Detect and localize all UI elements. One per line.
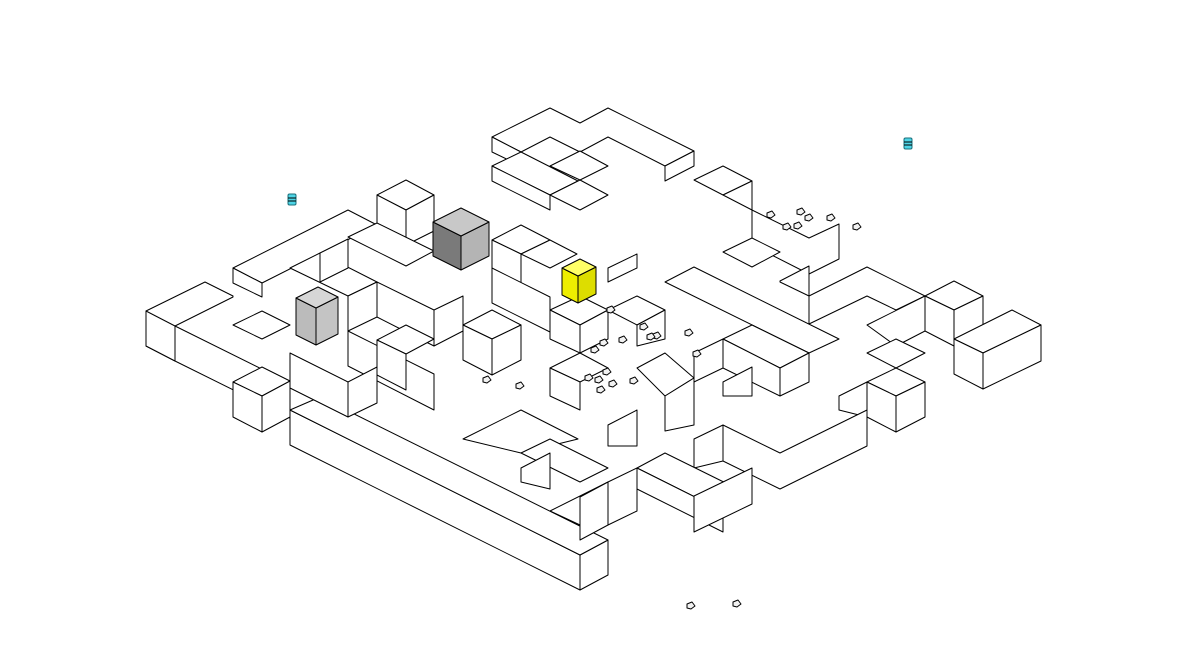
maze-wall-56 (866, 338, 926, 369)
debris-piece-11 (692, 349, 702, 358)
cyan-pickup-body (287, 193, 297, 206)
debris-piece-13 (599, 338, 609, 347)
maze-wall-59 (895, 381, 926, 433)
maze-wall-72 (607, 409, 638, 447)
maze-wall-35 (549, 150, 609, 181)
debris-piece-19 (482, 375, 492, 384)
maze-wall-50 (982, 324, 1042, 390)
maze-wall-75 (693, 467, 753, 533)
maze-wall-71 (664, 377, 695, 432)
maze-walls (145, 107, 1042, 591)
debris-piece-23 (596, 385, 606, 394)
maze-wall-40 (751, 209, 840, 275)
debris-piece-21 (686, 601, 696, 610)
debris-piece-3 (804, 213, 814, 222)
maze-wall-80 (579, 481, 609, 541)
debris-piece-15 (584, 373, 594, 382)
debris-piece-22 (732, 599, 742, 608)
debris-piece-16 (594, 375, 604, 384)
maze-wall-41 (722, 237, 781, 268)
gray-cube-dark[interactable] (432, 207, 490, 271)
maze-wall-84 (607, 253, 638, 283)
maze-wall-8 (261, 380, 291, 433)
debris-piece-24 (646, 332, 656, 341)
maze-wall-77 (520, 438, 609, 483)
debris-piece-12 (590, 345, 600, 354)
debris-piece-1 (782, 222, 792, 231)
maze-wall-37 (664, 150, 695, 182)
debris-piece-6 (852, 222, 862, 231)
maze-wall-86 (722, 366, 753, 397)
maze-wall-26 (491, 324, 522, 376)
player-yellow-cube[interactable] (561, 258, 597, 304)
debris-piece-5 (826, 213, 836, 222)
maze-wall-78 (520, 452, 551, 490)
gray-cube-light[interactable] (295, 286, 339, 346)
maze-wall-34 (491, 165, 551, 211)
debris-piece-14 (602, 367, 612, 376)
maze-wall-36 (549, 179, 609, 211)
debris-piece-18 (629, 376, 639, 385)
player-yellow-cube-top-face (561, 258, 597, 277)
maze-wall-18 (433, 295, 464, 347)
maze-wall-82 (232, 310, 291, 340)
debris-piece-10 (684, 328, 694, 337)
maze-wall-85 (693, 338, 724, 383)
gray-cube-dark-top-face (432, 207, 490, 237)
debris-piece-20 (515, 381, 525, 390)
maze-wall-55 (779, 352, 810, 397)
maze-wall-39 (722, 180, 753, 211)
debris-piece-17 (608, 379, 618, 388)
debris-piece-2 (796, 207, 806, 216)
debris-piece-25 (606, 305, 616, 314)
debris-piece-7 (639, 322, 649, 331)
debris-pieces (482, 207, 862, 610)
maze-wall-2 (289, 396, 609, 556)
cyan-pickup-body (903, 137, 913, 150)
cyan-pickup-icon[interactable] (287, 193, 297, 206)
debris-piece-0 (766, 210, 776, 219)
maze-wall-51 (866, 295, 926, 347)
maze-wall-23 (376, 339, 407, 391)
debris-piece-9 (618, 335, 628, 344)
maze-wall-10 (232, 267, 263, 298)
cyan-pickup-icon[interactable] (903, 137, 913, 150)
maze-wall-62 (693, 424, 724, 469)
maze-wall-42 (779, 265, 810, 297)
gray-cube-light-top-face (295, 286, 339, 309)
maze-wall-69 (549, 367, 581, 411)
maze-wall-21 (347, 366, 378, 418)
debris-piece-4 (793, 221, 803, 230)
maze-wall-29 (520, 239, 578, 269)
maze-wall-81 (607, 467, 638, 526)
maze-wall-83 (319, 238, 349, 283)
